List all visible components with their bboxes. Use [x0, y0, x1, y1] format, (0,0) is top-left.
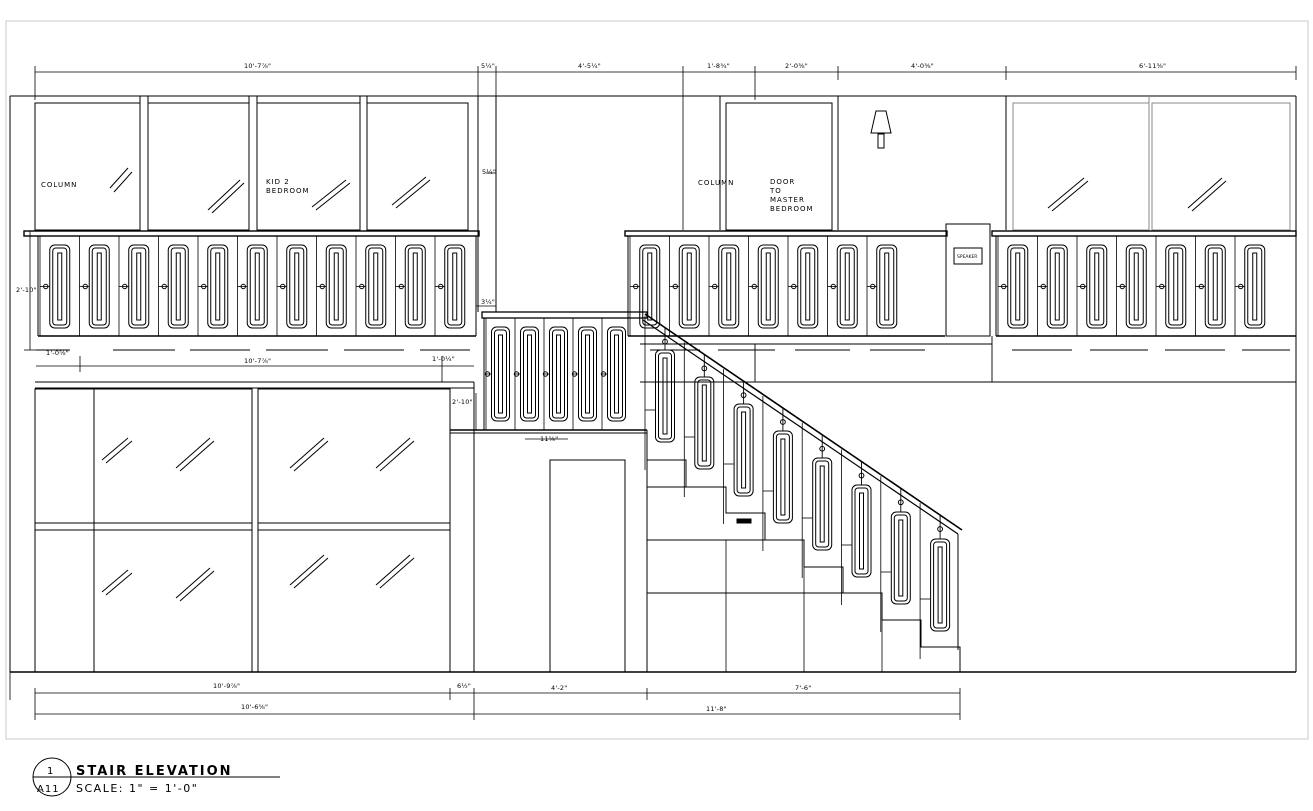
- baluster: [404, 244, 426, 329]
- baluster: [491, 326, 510, 422]
- dim-bottom-1: 10'-9⅞": [213, 682, 240, 690]
- baluster: [365, 244, 387, 329]
- upper-left-windows: [34, 96, 469, 231]
- detail-number: 1: [47, 766, 54, 777]
- dim-bottom-4: 7'-6": [795, 684, 811, 692]
- sheet-border: [5, 20, 1309, 740]
- dim-baluster-spacing: 11⅝": [540, 435, 558, 443]
- baluster: [167, 244, 189, 329]
- dim-mid-center: 10'-7⅞": [244, 357, 271, 365]
- staircase: [642, 313, 963, 672]
- stair-landing: [450, 311, 648, 434]
- baluster: [520, 326, 539, 422]
- baluster: [607, 326, 626, 422]
- label-speaker: SPEAKER: [957, 254, 977, 260]
- upper-right-guardrail: [624, 230, 1297, 337]
- baluster: [1086, 244, 1108, 329]
- under-stair-door: [549, 459, 626, 673]
- room-labels: COLUMN KID 2 BEDROOM COLUMN DOOR TO MAST…: [41, 178, 977, 260]
- upper-right-windows: [1012, 96, 1291, 231]
- dimension-lines: [9, 66, 1297, 720]
- speaker-column: [945, 223, 991, 337]
- baluster: [655, 349, 675, 443]
- baluster: [1007, 244, 1029, 329]
- dim-bottom-2: 6½": [457, 682, 471, 690]
- dim-top-1: 10'-7⅞": [244, 62, 271, 70]
- baluster: [733, 403, 754, 497]
- dim-mid-right: 1'-0¼": [432, 355, 455, 363]
- drawing-scale: SCALE: 1" = 1'-0": [76, 782, 198, 795]
- baluster: [876, 244, 898, 329]
- baluster: [1204, 244, 1226, 329]
- dim-rail-height-left: 2'-10": [16, 286, 37, 294]
- dim-top-7: 6'-11⅜": [1139, 62, 1166, 70]
- baluster: [1046, 244, 1068, 329]
- dimension-text: 10'-7⅞" 5¼" 4'-5¼" 1'-8¾" 2'-0⅜" 4'-0⅜" …: [16, 62, 1166, 713]
- lower-windows: [34, 388, 451, 673]
- baluster: [325, 244, 347, 329]
- label-kid2-line2: BEDROOM: [266, 187, 310, 195]
- dim-bottom-3: 4'-2": [551, 684, 567, 692]
- baluster: [286, 244, 308, 329]
- dim-mid-left: 1'-0⅝": [46, 349, 69, 357]
- floor-dash-lines: [36, 336, 1296, 383]
- label-door-line1: DOOR: [770, 178, 795, 186]
- baluster: [444, 244, 466, 329]
- wall-sconce-icon: [870, 110, 892, 149]
- baluster: [49, 244, 71, 329]
- baluster: [836, 244, 858, 329]
- baluster: [718, 244, 740, 329]
- baluster: [1165, 244, 1187, 329]
- baluster: [797, 244, 819, 329]
- baluster: [1244, 244, 1266, 329]
- dim-top-2: 5¼": [481, 62, 495, 70]
- label-door-line2: TO: [769, 187, 782, 195]
- upper-left-guardrail: [23, 230, 480, 337]
- dim-top-3: 4'-5¼": [578, 62, 601, 70]
- baluster: [128, 244, 150, 329]
- baluster: [549, 326, 568, 422]
- drawing-title-text: STAIR ELEVATION: [76, 764, 233, 779]
- dim-top-5: 2'-0⅜": [785, 62, 808, 70]
- master-door: [725, 102, 833, 231]
- floor-band: [35, 381, 475, 672]
- label-kid2-line1: KID 2: [266, 178, 290, 186]
- baluster: [246, 244, 268, 329]
- baluster: [694, 376, 715, 470]
- baluster: [930, 538, 951, 632]
- baluster: [88, 244, 110, 329]
- baluster: [678, 244, 700, 329]
- baluster: [851, 484, 872, 578]
- title-block: [32, 757, 280, 797]
- dim-rail-height-landing: 2'-10": [452, 398, 473, 406]
- baluster: [639, 244, 661, 329]
- dim-top-4: 1'-8¾": [707, 62, 730, 70]
- baluster: [207, 244, 229, 329]
- label-column-right: COLUMN: [698, 179, 734, 187]
- baluster: [772, 430, 793, 524]
- dim-bottom-6: 11'-8": [706, 705, 727, 713]
- dim-side-5-quarter: 5¼": [482, 168, 496, 176]
- baluster: [890, 511, 911, 605]
- building-outline: [9, 95, 1297, 673]
- baluster: [812, 457, 833, 551]
- label-door-line3: MASTER: [770, 196, 805, 204]
- dim-top-6: 4'-0⅜": [911, 62, 934, 70]
- drawing-title: 1 A11 STAIR ELEVATION SCALE: 1" = 1'-0": [37, 764, 233, 795]
- baluster: [578, 326, 597, 422]
- sheet-number: A11: [37, 784, 60, 795]
- label-column-left: COLUMN: [41, 181, 77, 189]
- dim-bottom-5: 10'-6⅝": [241, 703, 268, 711]
- label-door-line4: BEDROOM: [770, 205, 814, 213]
- baluster: [757, 244, 779, 329]
- baluster: [1125, 244, 1147, 329]
- dim-landing-small: 3¼": [481, 298, 495, 306]
